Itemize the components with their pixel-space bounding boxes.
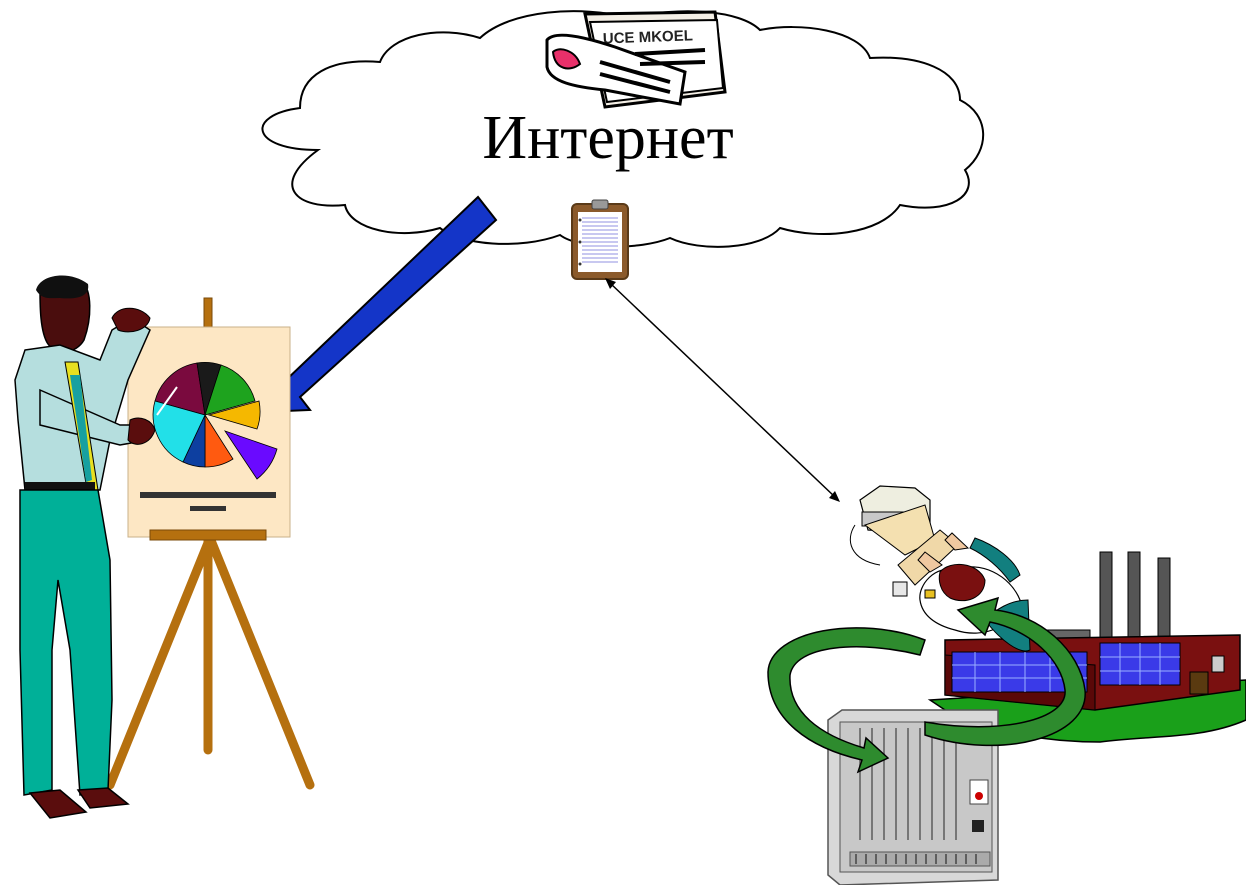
internet-cloud: Интернет bbox=[261, 10, 985, 248]
cloud-label: Интернет bbox=[482, 104, 733, 172]
presenter-icon bbox=[14, 275, 156, 819]
clipboard-icon bbox=[571, 199, 629, 280]
chart-caption-line bbox=[140, 492, 276, 498]
easel bbox=[105, 297, 315, 790]
operator-at-computer-icon bbox=[849, 485, 1031, 652]
pie-chart-icon bbox=[152, 362, 278, 480]
cycle-arrows bbox=[767, 596, 1086, 774]
server-rack-icon bbox=[827, 709, 999, 885]
chart-caption-short bbox=[190, 506, 226, 511]
newspaper-icon: UCE MKOEL bbox=[545, 10, 727, 109]
newspaper-masthead: UCE MKOEL bbox=[603, 27, 694, 47]
double-arrow bbox=[605, 278, 840, 502]
